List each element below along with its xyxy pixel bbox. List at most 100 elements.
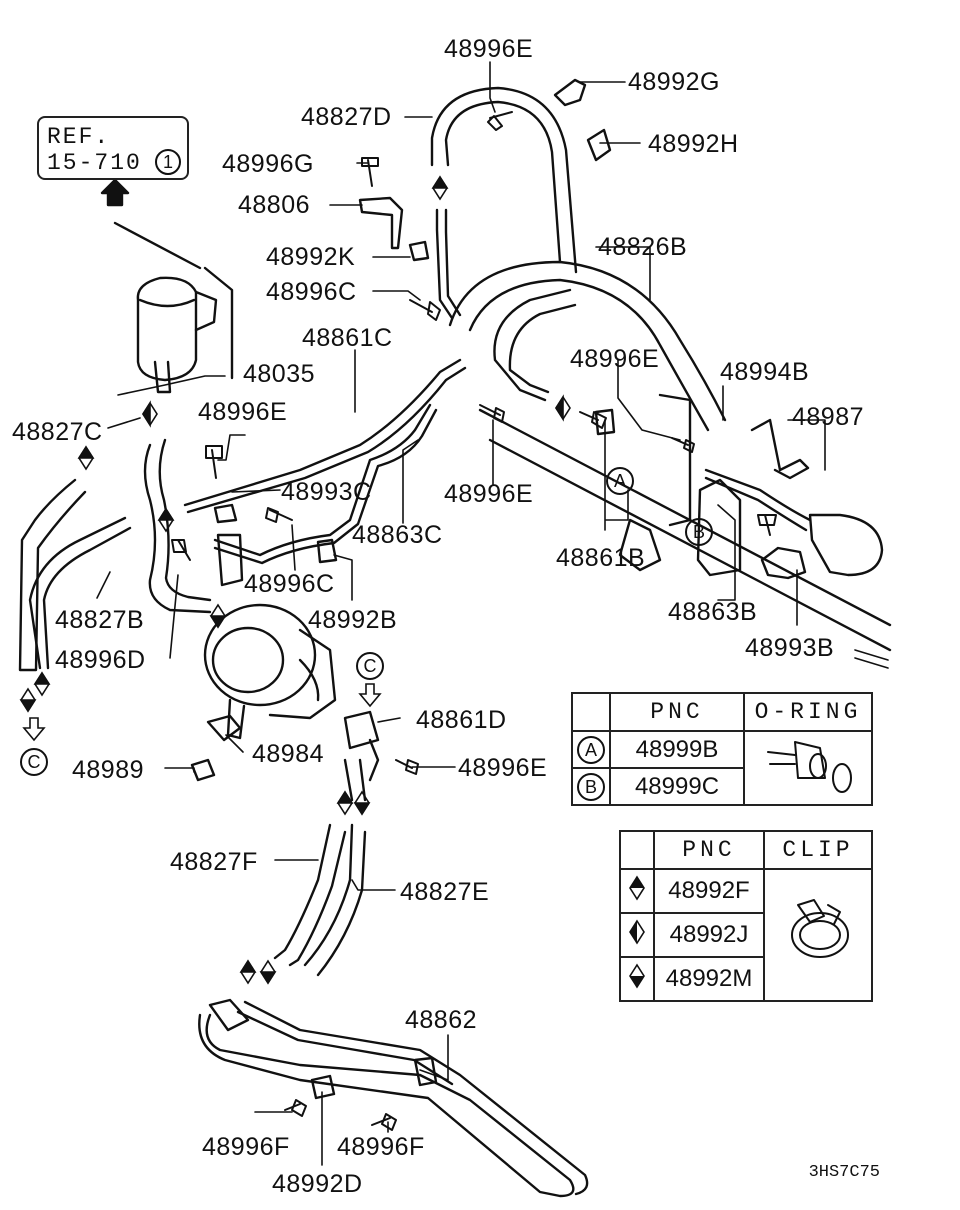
part-label[interactable]: 48827B [55, 606, 145, 634]
bracket-48806 [358, 196, 404, 250]
clip-symbol-group [19, 175, 571, 985]
part-label[interactable]: 48992H [648, 130, 739, 158]
part-label[interactable]: 48035 [243, 360, 316, 388]
marker-c[interactable]: C [356, 652, 384, 680]
part-label[interactable]: 48996E [444, 480, 534, 508]
pnc-cell: 48992F [653, 868, 765, 914]
table-header-blank [571, 692, 611, 732]
cooler-loop [808, 513, 884, 577]
o-ring-table: PNC O-RING A 48999B B 48999C [571, 692, 873, 806]
part-label[interactable]: 48826B [598, 233, 688, 261]
part-label[interactable]: 48993B [745, 634, 835, 662]
reservoir-tank-icon [136, 276, 218, 394]
pnc-cell: 48999C [609, 767, 745, 806]
table-header-clip: CLIP [763, 830, 873, 870]
part-label[interactable]: 48827E [400, 878, 490, 906]
part-label[interactable]: 48827F [170, 848, 258, 876]
part-label[interactable]: 48827D [301, 103, 392, 131]
clip-48992h [586, 128, 612, 162]
pnc-cell: 48992J [653, 912, 765, 958]
part-label[interactable]: 48996F [337, 1133, 425, 1161]
marker-b[interactable]: B [685, 518, 713, 546]
part-label[interactable]: 48996G [222, 150, 314, 178]
connector-arrows [22, 683, 382, 742]
part-label[interactable]: 48996D [55, 646, 146, 674]
table-row[interactable]: 48992J [619, 912, 872, 958]
table-header-pnc: PNC [653, 830, 765, 870]
part-label[interactable]: 48992B [308, 606, 398, 634]
pipe-48863c [213, 403, 438, 565]
reference-index: 1 [155, 149, 181, 175]
diamond-top-filled-icon [629, 875, 645, 900]
leader-lines [96, 61, 889, 1166]
marker-a[interactable]: A [606, 467, 634, 495]
part-label[interactable]: 48996E [444, 35, 534, 63]
cap-48989 [190, 758, 216, 782]
hose-48826b-branch [493, 288, 577, 402]
part-label[interactable]: 48992D [272, 1170, 363, 1198]
hose-48827b [28, 516, 132, 670]
part-label[interactable]: 48984 [252, 740, 325, 768]
part-label[interactable]: 48996F [202, 1133, 290, 1161]
part-label[interactable]: 48861B [556, 544, 646, 572]
hose-48035 [143, 438, 212, 614]
reference-arrow-icon [100, 178, 130, 207]
clamp-48993c [213, 503, 238, 524]
table-row[interactable]: A 48999B [571, 730, 873, 806]
diamond-left-filled-icon [629, 919, 645, 944]
part-label[interactable]: 48994B [720, 358, 810, 386]
hose-48987 [704, 468, 812, 532]
marker-b: B [577, 772, 605, 801]
part-label[interactable]: 48863C [352, 521, 443, 549]
hose-48827c [18, 478, 87, 672]
table-row[interactable]: B 48999C [571, 767, 872, 806]
part-label[interactable]: 48863B [668, 598, 758, 626]
reference-number: 15-710 [47, 150, 142, 176]
part-label[interactable]: 48996E [458, 754, 548, 782]
part-label[interactable]: 48862 [405, 1006, 478, 1034]
reference-box[interactable]: REF. 15-710 1 [37, 116, 189, 180]
table-row[interactable]: 48992F [619, 868, 873, 1002]
clamp-48993b [760, 546, 807, 580]
part-label[interactable]: 48992K [266, 243, 356, 271]
part-label[interactable]: 48861D [416, 706, 507, 734]
part-label[interactable]: 48806 [238, 191, 311, 219]
hose-48826b [448, 260, 727, 432]
part-label[interactable]: 48989 [72, 756, 145, 784]
marker-c[interactable]: C [20, 748, 48, 776]
clip-48992k [408, 240, 430, 262]
table-row[interactable]: 48992M [619, 956, 872, 1002]
clip-48992b [316, 538, 338, 564]
union-48861b [594, 408, 616, 436]
down-arrow-icon [22, 717, 46, 742]
part-label[interactable]: 48987 [792, 403, 865, 431]
part-label[interactable]: 48996C [244, 570, 335, 598]
bolt-icon-group [171, 111, 777, 1131]
hose-48827f [273, 823, 347, 967]
table-header-blank [619, 830, 655, 870]
drawing-code: 3HS7C75 [808, 1163, 880, 1182]
fitting-48984 [206, 714, 242, 742]
pipe-48862 [198, 1000, 589, 1198]
part-label[interactable]: 48861C [302, 324, 393, 352]
pnc-cell: 48992M [653, 956, 765, 1002]
part-label[interactable]: 48993C [281, 478, 372, 506]
bracket-48861d [343, 710, 380, 750]
part-label[interactable]: 48996E [570, 345, 660, 373]
marker-a: A [577, 735, 605, 764]
hose-48827e [303, 823, 367, 977]
part-label[interactable]: 48827C [12, 418, 103, 446]
bracket-48993c-mount [216, 533, 244, 587]
pipe-48861c [183, 358, 467, 514]
part-label[interactable]: 48996C [266, 278, 357, 306]
clip-48992d [310, 1074, 336, 1100]
reference-label: REF. [47, 124, 111, 150]
part-label[interactable]: 48992G [628, 68, 720, 96]
clip-image-cell [763, 868, 873, 1002]
pnc-cell: 48999B [609, 730, 745, 769]
hose-48827d [430, 86, 578, 274]
part-label[interactable]: 48996E [198, 398, 288, 426]
table-header-pnc: PNC [609, 692, 745, 732]
